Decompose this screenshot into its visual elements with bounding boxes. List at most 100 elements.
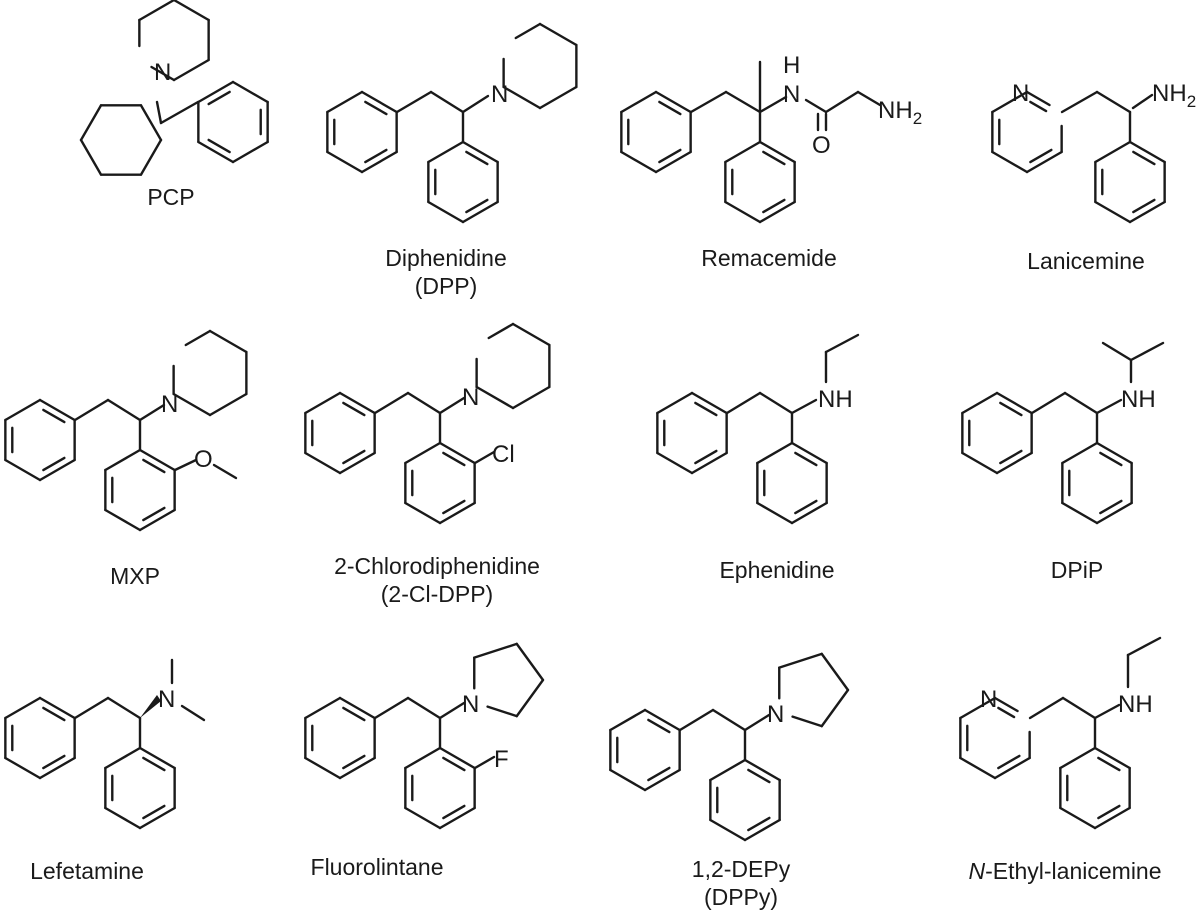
ring-bond: [743, 758, 781, 782]
aromatic-inner-bond: [442, 499, 466, 515]
ring-bond: [4, 398, 42, 422]
methyl-bond: [212, 463, 238, 480]
ring-bond: [991, 90, 1029, 114]
bond: [790, 398, 818, 415]
bond: [395, 90, 433, 114]
compound-abbr-dpp: (DPP): [414, 273, 478, 299]
n-atom: N: [161, 391, 178, 418]
ring-bond: [326, 150, 364, 174]
aromatic-inner-bond: [647, 766, 671, 782]
bond: [743, 713, 771, 732]
aromatic-inner-bond: [747, 768, 771, 784]
bond: [1095, 398, 1123, 415]
ring-bond: [197, 140, 235, 164]
o-atom: O: [812, 132, 831, 159]
ring-bond: [1061, 441, 1099, 465]
bond: [678, 708, 715, 732]
ring-bond: [404, 441, 442, 465]
aromatic-inner-bond: [207, 138, 231, 154]
structure-fluorolintane: NF: [304, 642, 545, 830]
ring-bond: [959, 756, 997, 780]
ring-bond: [643, 708, 681, 732]
ring-bond: [961, 391, 999, 415]
structure-depy: N: [609, 652, 850, 842]
n-atom: N: [462, 384, 479, 411]
ring-bond: [995, 391, 1033, 415]
ring-bond: [1095, 441, 1133, 465]
compound-name-ephenidine: Ephenidine: [719, 557, 835, 583]
aromatic-inner-bond: [1132, 150, 1156, 166]
ring-bond: [609, 768, 647, 792]
ring-bond: [1059, 746, 1097, 770]
ring-bond: [404, 806, 442, 830]
ethyl-bond: [1126, 636, 1162, 657]
structure-cldpp: NCl: [304, 322, 551, 525]
ring-bond: [538, 85, 578, 110]
aromatic-inner-bond: [142, 756, 166, 772]
aromatic-inner-bond: [342, 401, 366, 417]
ring-bond: [690, 451, 728, 475]
hashed-stereo-bond: [1131, 93, 1154, 110]
aromatic-inner-bond: [1097, 804, 1121, 820]
n-atom: N: [491, 81, 508, 108]
ring-bond: [790, 441, 828, 465]
bond: [758, 391, 794, 415]
ring-bond: [104, 746, 142, 770]
ring-bond: [438, 441, 476, 465]
ring-bond: [959, 696, 997, 720]
structure-lefetamine: N: [4, 658, 206, 830]
ring-bond: [38, 696, 76, 720]
bond: [461, 94, 490, 114]
ring-bond: [743, 818, 781, 842]
ring-bond: [438, 746, 476, 770]
bond: [1095, 90, 1132, 114]
ring-bond: [790, 501, 828, 525]
ring-bond: [473, 642, 518, 659]
f-atom: F: [494, 746, 509, 773]
ring-bond: [690, 391, 728, 415]
ring-bond: [4, 756, 42, 780]
bond: [73, 696, 110, 720]
ring-bond: [820, 688, 850, 728]
aromatic-inner-bond: [1029, 100, 1048, 113]
ring-bond: [172, 0, 210, 22]
ring-bond: [197, 80, 235, 104]
ring-bond: [1094, 200, 1132, 224]
ring-bond: [338, 696, 376, 720]
ring-bond: [1128, 140, 1166, 164]
aromatic-inner-bond: [658, 100, 682, 116]
methyl-bond: [180, 704, 206, 722]
o-atom: O: [194, 446, 213, 473]
ring-bond: [620, 90, 658, 114]
ring-bond: [138, 448, 176, 472]
ring-bond: [511, 322, 551, 347]
ring-bond: [515, 642, 545, 682]
ring-bond: [139, 138, 163, 176]
n-atom: N: [154, 59, 171, 86]
aromatic-inner-bond: [694, 449, 718, 465]
ring-bond: [326, 90, 364, 114]
bond: [429, 90, 465, 114]
ring-bond: [1095, 501, 1133, 525]
ring-bond: [79, 138, 103, 176]
aromatic-inner-bond: [999, 449, 1023, 465]
ring-bond: [778, 652, 823, 669]
ring-bond: [993, 756, 1031, 780]
ring-bond: [475, 385, 515, 410]
compound-name-fluorolintane: Fluorolintane: [310, 854, 444, 880]
aromatic-inner-bond: [442, 804, 466, 820]
compound-name-lanicemine: Lanicemine: [1027, 248, 1145, 274]
ring-bond: [538, 22, 578, 47]
ring-bond: [620, 150, 658, 174]
ring-bond: [338, 451, 376, 475]
ring-bond: [991, 150, 1029, 174]
bond: [1030, 391, 1067, 415]
bond: [711, 708, 747, 732]
bond: [724, 90, 762, 114]
h-atom: H: [783, 52, 800, 79]
structure-mxp: NO: [4, 329, 248, 532]
bond: [1101, 341, 1133, 362]
aromatic-inner-bond: [42, 706, 66, 722]
